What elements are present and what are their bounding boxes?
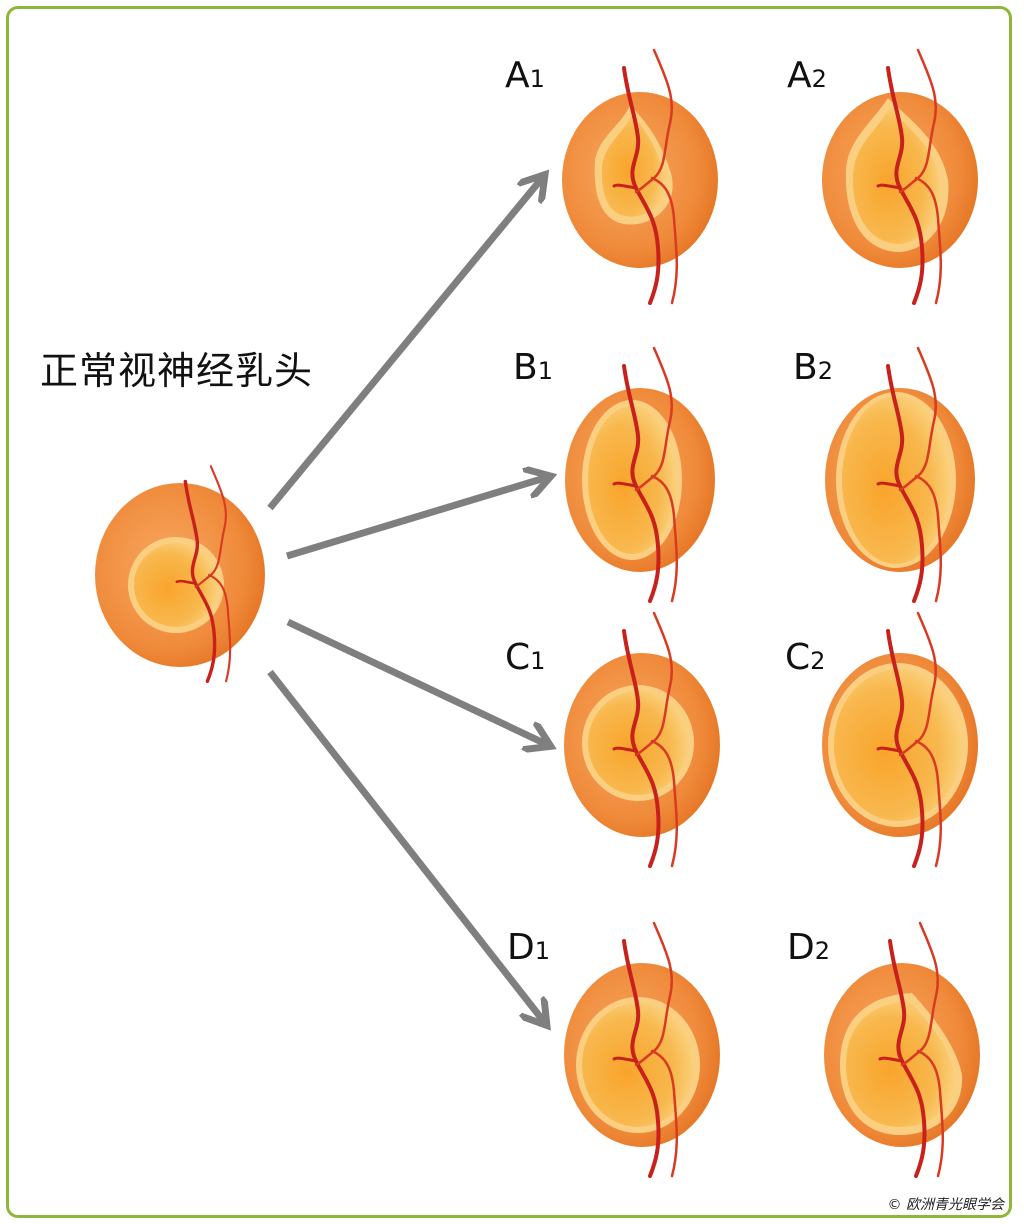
arrow-to-b1 bbox=[285, 477, 548, 560]
diagram-title: 正常视神经乳头 bbox=[40, 349, 314, 393]
label-b1: B1 bbox=[513, 347, 553, 388]
arrow-to-d1 bbox=[267, 669, 545, 1023]
optic-disc-c1 bbox=[564, 611, 720, 868]
optic-disc-b1 bbox=[565, 346, 715, 603]
optic-disc-normal bbox=[95, 464, 265, 683]
optic-disc-d2 bbox=[824, 921, 980, 1178]
arrow-to-a1 bbox=[267, 177, 543, 511]
optic-disc-c2 bbox=[822, 611, 978, 868]
optic-disc-a1 bbox=[562, 48, 718, 305]
label-a2: A2 bbox=[787, 55, 827, 96]
label-b2: B2 bbox=[793, 347, 833, 388]
copyright-notice: © 欧洲青光眼学会 bbox=[887, 1197, 1004, 1213]
label-c1: C1 bbox=[505, 637, 546, 678]
optic-disc-b2 bbox=[825, 346, 975, 603]
label-c2: C2 bbox=[785, 637, 826, 678]
label-a1: A1 bbox=[505, 55, 545, 96]
optic-disc-d1 bbox=[564, 921, 720, 1178]
optic-disc-a2 bbox=[822, 48, 978, 305]
arrow-to-c1 bbox=[286, 618, 548, 745]
label-d1: D1 bbox=[507, 927, 551, 968]
label-d2: D2 bbox=[787, 927, 831, 968]
